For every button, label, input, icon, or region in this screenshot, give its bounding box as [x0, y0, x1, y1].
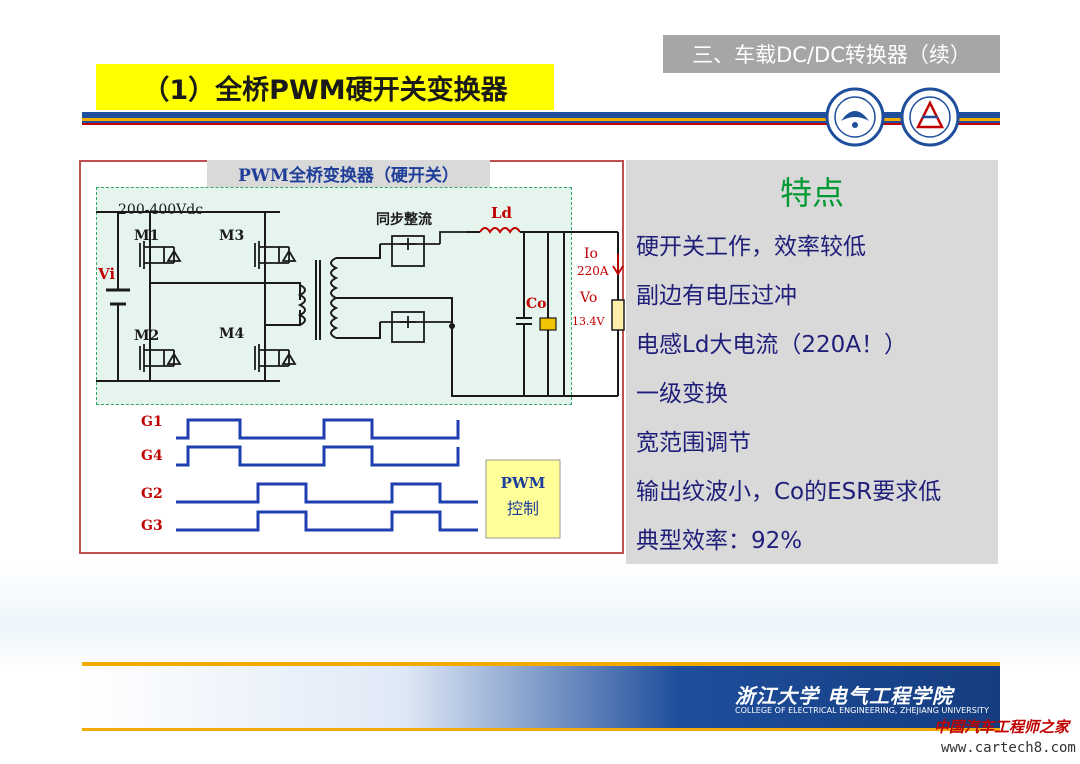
switch-label-m2: M2	[134, 328, 159, 344]
list-item: 输出纹波小，Co的ESR要求低	[636, 479, 942, 505]
list-item: 电感Ld大电流（220A！）	[636, 332, 908, 358]
waveform-g4	[176, 445, 460, 467]
output-voltage-value: 13.4V	[572, 315, 605, 328]
background-wave	[0, 560, 1080, 670]
header-stripe-blue	[82, 121, 1000, 123]
inductor-label: Ld	[491, 204, 513, 222]
output-stage	[451, 227, 619, 397]
switch-label-m4: M4	[219, 326, 244, 342]
gate-label-g4: G4	[141, 448, 163, 464]
list-item: 宽范围调节	[636, 430, 751, 456]
switch-label-m1: M1	[134, 228, 159, 244]
pwm-block-label: PWM	[501, 474, 546, 492]
source-label: Vi	[97, 265, 115, 283]
section-tag: 三、车载DC/DC转换器（续）	[663, 35, 1000, 73]
transformer	[297, 244, 453, 340]
gate-label-g1: G1	[141, 414, 163, 430]
footer-subtitle: COLLEGE OF ELECTRICAL ENGINEERING, ZHEJI…	[735, 706, 989, 715]
figure-title: PWM全桥变换器（硬开关）	[207, 160, 490, 187]
features-heading: 特点	[779, 174, 844, 212]
waveform-g2	[176, 482, 478, 504]
mosfet-m1	[139, 241, 182, 269]
college-logo-icon	[900, 87, 960, 147]
rectifier-label: 同步整流	[376, 211, 432, 228]
current-arrow-icon	[612, 254, 624, 276]
features-list: 硬开关工作，效率较低 副边有电压过冲 电感Ld大电流（220A！） 一级变换 宽…	[636, 223, 941, 566]
footer-stripe	[82, 662, 1000, 666]
mosfet-m2	[139, 344, 182, 372]
watermark-text: 中国汽车工程师之家	[934, 718, 1070, 736]
features-panel	[626, 160, 998, 564]
footer-band	[82, 666, 1000, 728]
output-capacitor	[539, 317, 557, 331]
mosfet-group	[139, 241, 297, 372]
mosfet-m3	[254, 241, 297, 269]
header-stripe-red	[82, 123, 1000, 125]
sync-rectifier	[380, 231, 466, 343]
gate-waveforms	[176, 418, 478, 532]
pwm-control-block	[485, 459, 561, 539]
header-bar	[82, 112, 1000, 118]
mosfet-m4	[254, 344, 297, 372]
waveform-g1	[176, 418, 460, 440]
output-current-label: Io	[584, 246, 598, 262]
list-item: 典型效率：92%	[636, 528, 803, 554]
output-voltage-label: Vo	[579, 290, 597, 306]
waveform-g3	[176, 510, 478, 532]
capacitor-label: Co	[526, 296, 546, 312]
list-item: 一级变换	[636, 381, 728, 407]
load-resistor	[611, 299, 625, 331]
list-item: 副边有电压过冲	[636, 283, 797, 309]
university-logo-icon	[825, 87, 885, 147]
footer-stripe-bottom	[82, 728, 1000, 731]
header-stripe-gold	[82, 118, 1000, 121]
footer-brand: 浙江大学 电气工程学院	[735, 684, 953, 708]
gate-label-g3: G3	[141, 518, 163, 534]
output-current-value: 220A	[577, 264, 609, 278]
switch-label-m3: M3	[219, 228, 244, 244]
gate-label-g2: G2	[141, 486, 163, 502]
input-voltage-label: 200-400Vdc	[118, 202, 203, 218]
slide-title: （1）全桥PWM硬开关变换器	[96, 64, 554, 110]
list-item: 硬开关工作，效率较低	[636, 234, 866, 260]
pwm-block-sublabel: 控制	[507, 499, 539, 518]
watermark-url: www.cartech8.com	[941, 740, 1076, 756]
